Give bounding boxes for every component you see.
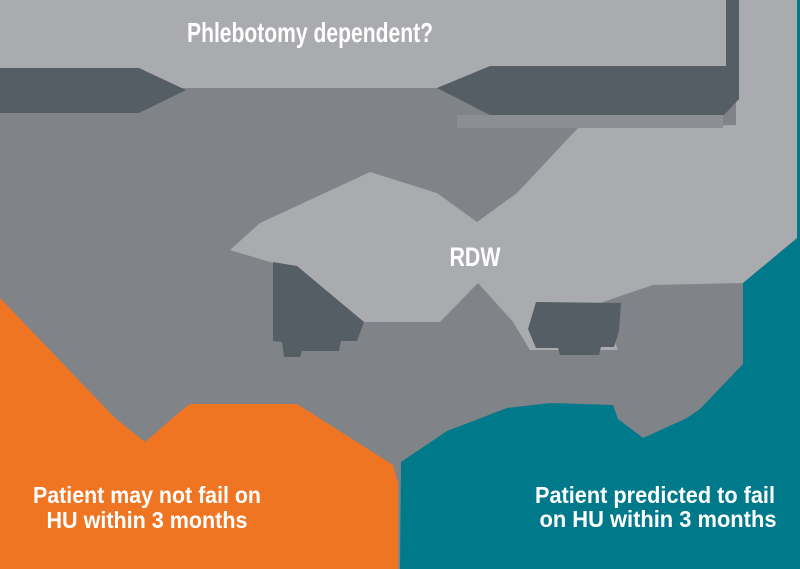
branch-arrow-left [0,68,186,113]
outcome-positive-region [400,236,800,569]
outcome-negative-region [0,298,398,569]
outcome-negative-text-line2: HU within 3 months [47,507,248,533]
outcome-negative-text-line1: Patient may not fail on [33,482,261,508]
rdw-node-label: RDW [450,242,501,272]
question-title: Phlebotomy dependent? [187,17,433,48]
branch-label-blob-right [528,302,621,355]
outcome-positive-text-line1: Patient predicted to fail [535,482,775,508]
elbow-arrow-shadow [457,115,723,128]
branch-arrow-right [437,0,739,115]
right-edge-accent-stripe [797,0,800,569]
branch-label-blob-left [273,262,364,357]
outcome-positive-text-line2: on HU within 3 months [540,506,777,532]
